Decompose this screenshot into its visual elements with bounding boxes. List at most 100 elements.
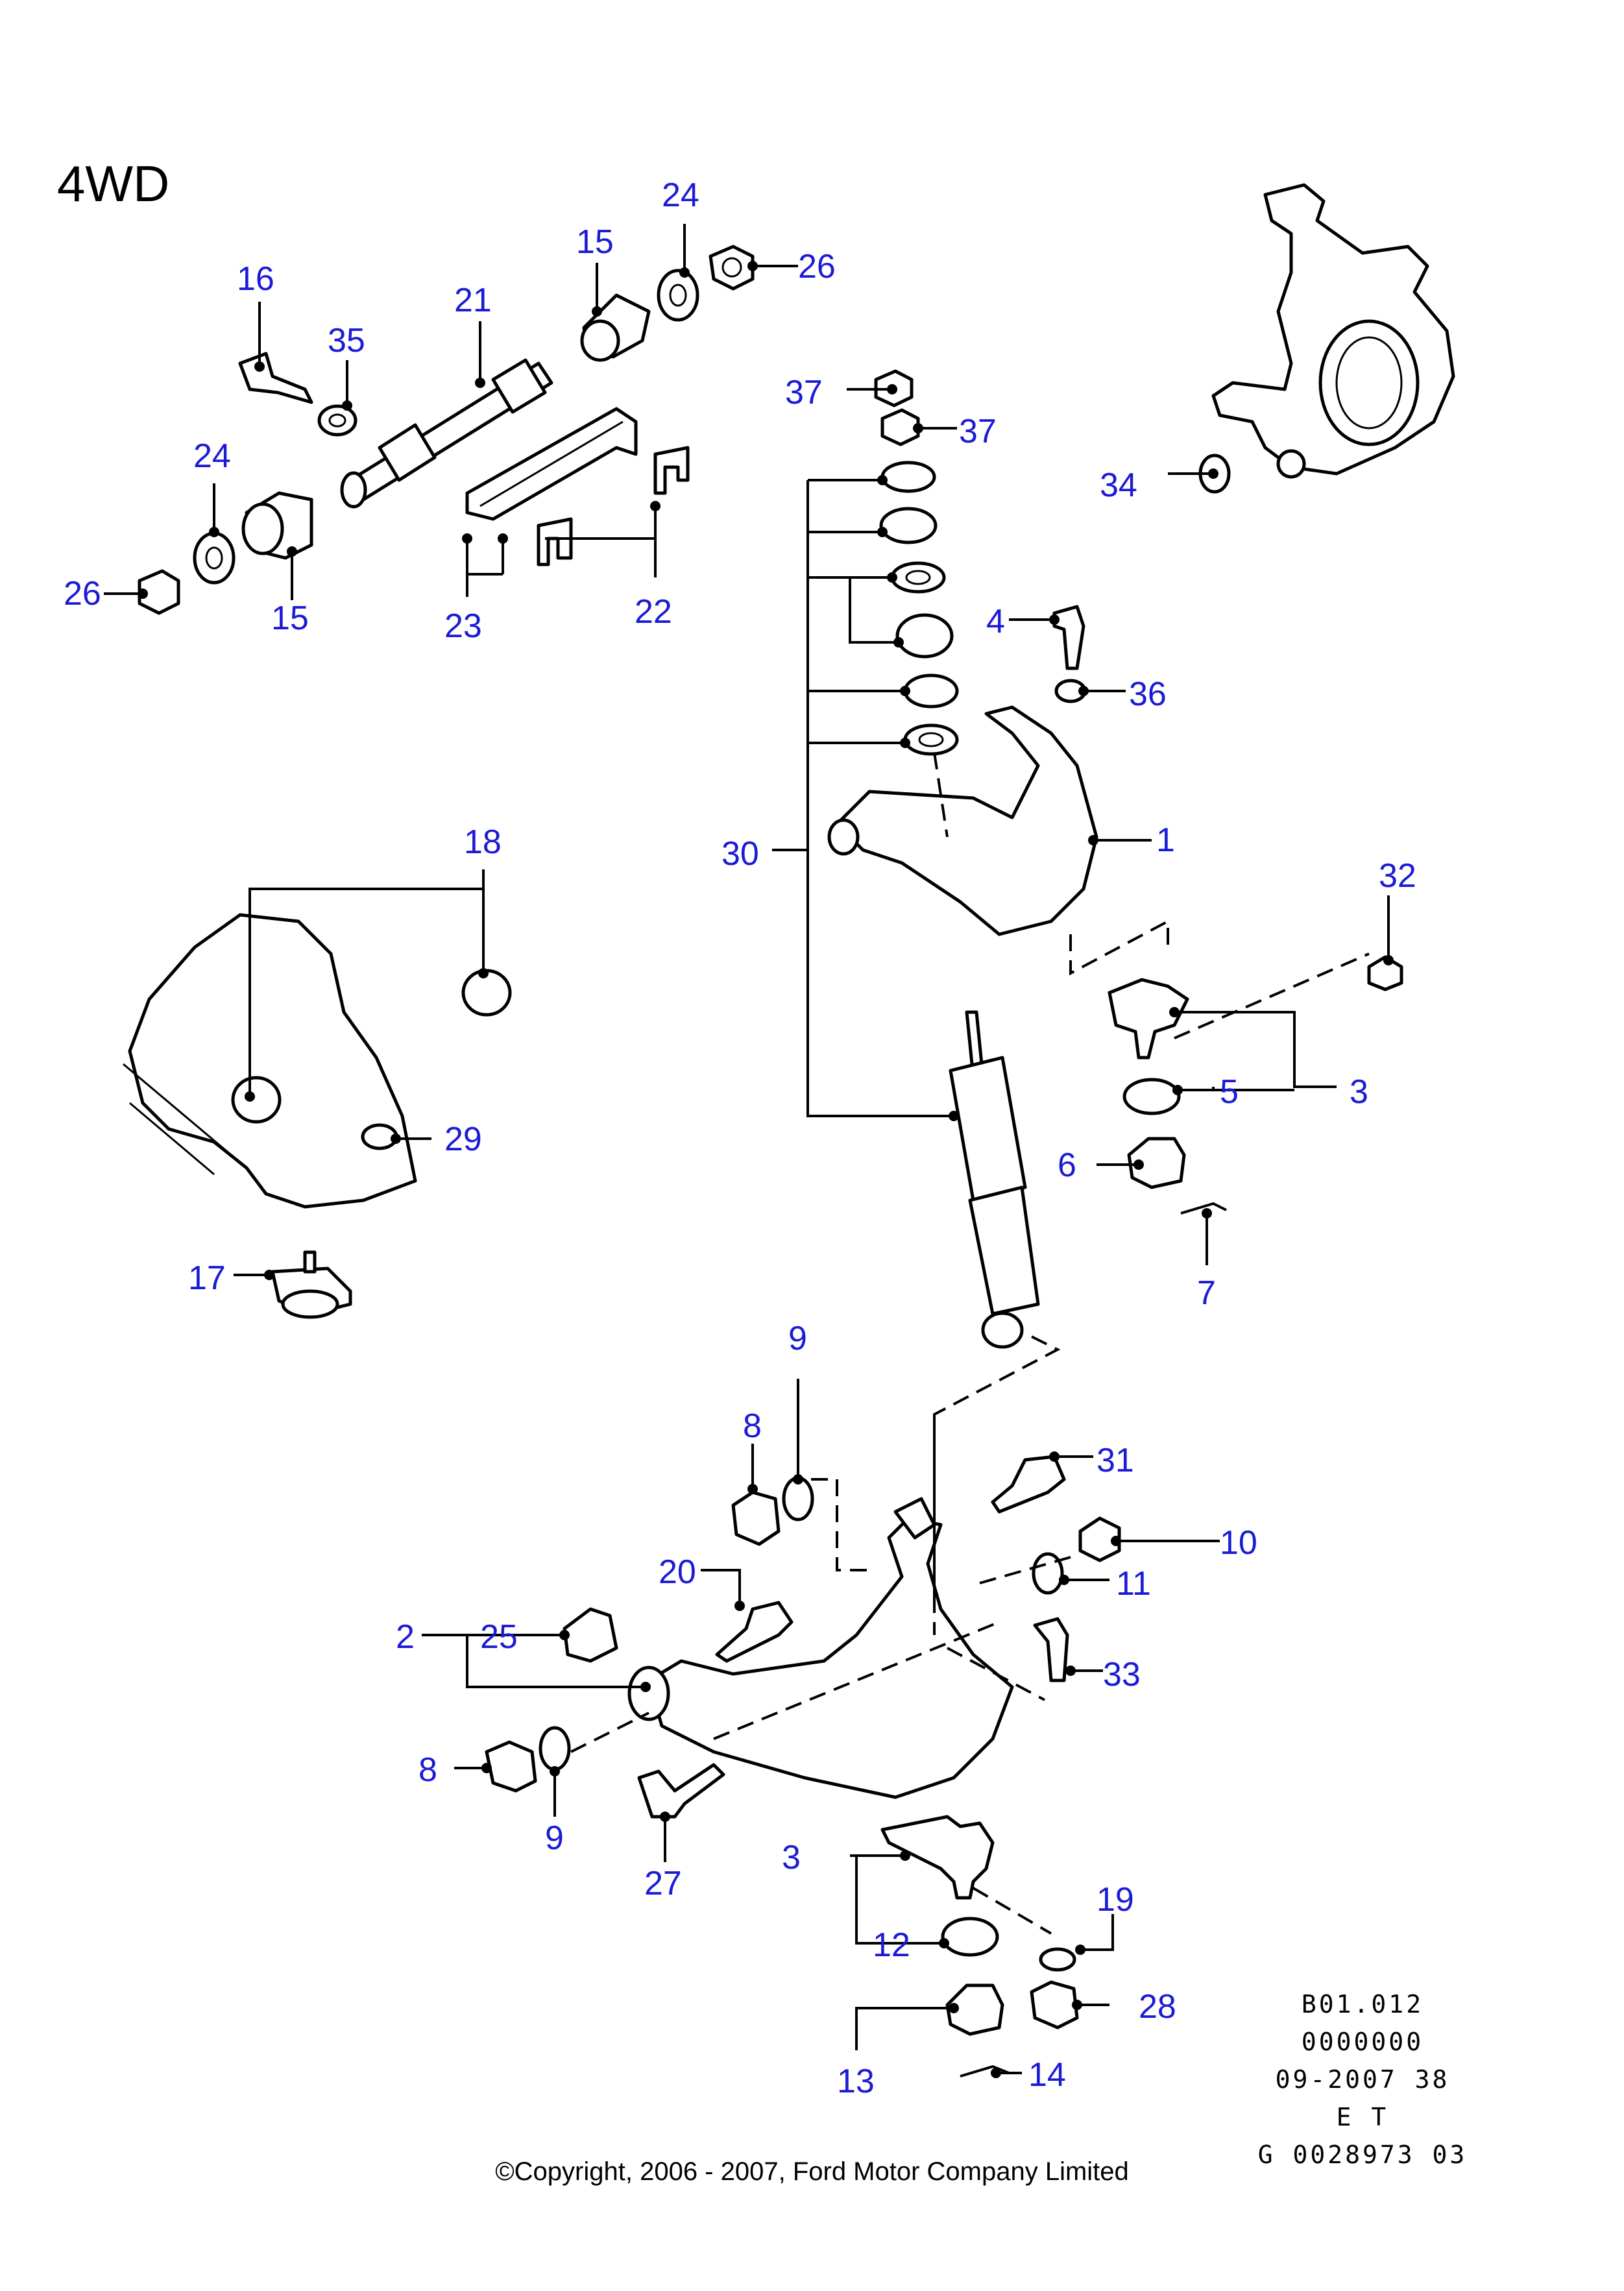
bushing-stack: [895, 613, 954, 659]
shock-upper-body: [949, 1056, 1027, 1202]
callout-22: 22: [635, 593, 672, 631]
cup-3: [903, 673, 959, 709]
reference-code-line: G 0028973 03: [1257, 2140, 1468, 2169]
copyright-notice: ©Copyright, 2006 - 2007, Ford Motor Comp…: [495, 2157, 1129, 2186]
cotter-pin-7: [1180, 1202, 1227, 1215]
upper-arm-shaft-group: [138, 245, 755, 615]
callout-17: 17: [188, 1259, 226, 1297]
shock-lower-body: [968, 1185, 1040, 1316]
nut-26-lower: [138, 569, 180, 615]
upper-control-arm: [835, 705, 1098, 936]
shaft-block-left: [378, 423, 437, 482]
callout-37-lower: 37: [959, 413, 997, 450]
boot-12: [941, 1917, 999, 1957]
bolt-27: [637, 1763, 725, 1819]
frame-bracket: [123, 913, 512, 1319]
callout-8-upper: 8: [743, 1407, 762, 1445]
lower-ball-joint: [880, 1815, 995, 1900]
washer-11: [1032, 1552, 1064, 1595]
boot-5: [1122, 1078, 1181, 1115]
nut-10: [1078, 1516, 1121, 1562]
callout-4: 4: [986, 603, 1005, 640]
callout-28: 28: [1139, 1988, 1176, 2026]
washer-35: [317, 404, 358, 437]
bolt-4: [1052, 605, 1085, 670]
callout-15-upper: 15: [576, 223, 614, 261]
washer-9-lower: [539, 1726, 571, 1771]
callout-31: 31: [1097, 1442, 1134, 1479]
callout-3-lower: 3: [782, 1839, 801, 1876]
lower-arm-pivot: [627, 1666, 670, 1721]
nut-28: [1030, 1980, 1079, 2030]
callout-5: 5: [1220, 1073, 1239, 1111]
callout-27: 27: [644, 1865, 682, 1902]
shock-absorber-group: [874, 369, 1040, 1349]
washer-19: [1039, 1947, 1076, 1972]
callout-26-upper: 26: [798, 248, 836, 285]
cup-2: [879, 507, 938, 544]
castle-nut-6: [1127, 1137, 1186, 1189]
nut-8-upper: [731, 1490, 781, 1546]
callout-labels: 1 2 3 3 4 5 6 7 8 8 9 9 10 11 12 13 14 1…: [64, 176, 1416, 2100]
callout-11: 11: [1116, 1565, 1151, 1603]
callout-20: 20: [659, 1553, 696, 1591]
callout-23: 23: [444, 607, 482, 645]
washer-stack-lower: [903, 723, 959, 756]
nut-8-lower: [485, 1740, 537, 1793]
callout-24-lower: 24: [193, 437, 231, 475]
cotter-pin-14: [960, 2065, 1010, 2078]
callout-1: 1: [1156, 821, 1175, 859]
callout-12: 12: [873, 1926, 910, 1964]
bolt-16: [238, 352, 313, 404]
callout-29: 29: [444, 1121, 482, 1158]
callout-16: 16: [237, 260, 274, 298]
callout-26-lower: 26: [64, 575, 101, 612]
callout-8-lower: 8: [418, 1751, 437, 1789]
callout-33: 33: [1103, 1656, 1141, 1693]
callout-13: 13: [837, 2063, 875, 2100]
shim-22: [537, 517, 573, 566]
shock-eye: [981, 1311, 1024, 1349]
castle-nut-13: [945, 1983, 1004, 2036]
upper-ball-joint: [1108, 978, 1189, 1060]
bump-stop-18b: [231, 1076, 282, 1124]
arm-pivot: [827, 818, 860, 856]
reference-code-line: B01.012: [1301, 1990, 1424, 2018]
callout-15-lower: 15: [271, 600, 309, 637]
steering-knuckle: [1198, 183, 1455, 494]
reference-code-line: 0000000: [1301, 2028, 1424, 2056]
washer-24-lower: [193, 531, 236, 585]
reference-code-block: B01.012 0000000 09-2007 38 E T G 0028973…: [1207, 1985, 1518, 2174]
reference-code-line: 09-2007 38: [1275, 2065, 1450, 2094]
callout-36: 36: [1129, 675, 1167, 713]
shaft-end: [340, 471, 367, 509]
callout-21: 21: [454, 282, 492, 319]
cup-1: [880, 461, 936, 493]
callout-30: 30: [721, 835, 759, 873]
callout-10: 10: [1220, 1524, 1257, 1562]
callout-9-lower: 9: [545, 1819, 564, 1857]
callout-18: 18: [464, 823, 502, 861]
washer-24-upper: [657, 269, 699, 322]
assembly-dash-lines: [570, 752, 1370, 1935]
callout-34: 34: [1100, 467, 1137, 504]
bushing-25: [563, 1607, 618, 1663]
page-title: 4WD: [57, 155, 170, 212]
shaft-block-right: [491, 358, 547, 414]
nut-37-second: [880, 408, 920, 446]
washer-stack: [890, 561, 946, 594]
bolt-20: [715, 1601, 794, 1663]
callout-32: 32: [1379, 857, 1416, 895]
callout-14: 14: [1028, 2056, 1066, 2094]
callout-37-upper: 37: [785, 374, 823, 411]
leader-dots: [138, 261, 1394, 2078]
callout-3-upper: 3: [1350, 1073, 1368, 1111]
reference-code-line: E T: [1336, 2103, 1389, 2131]
callout-7: 7: [1197, 1274, 1216, 1312]
callout-35: 35: [328, 322, 365, 359]
bolt-31: [991, 1455, 1066, 1514]
callout-25: 25: [480, 1618, 518, 1656]
callout-24-upper: 24: [662, 176, 699, 214]
